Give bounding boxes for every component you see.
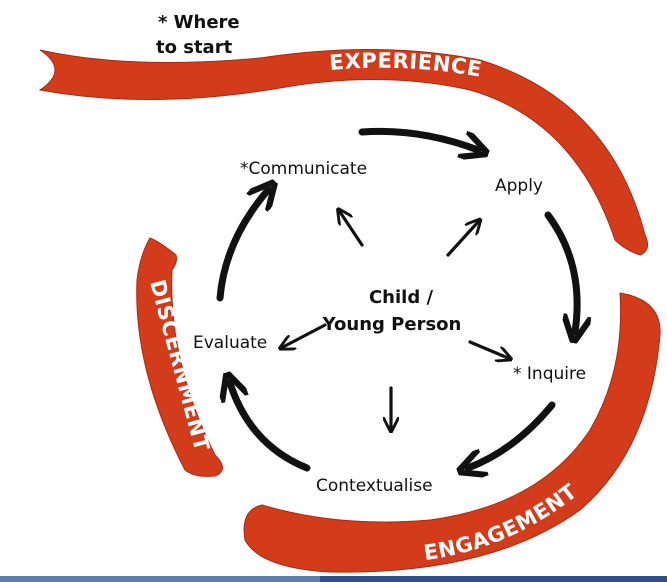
spoke-to-communicate bbox=[340, 212, 364, 247]
engagement-band-shape bbox=[243, 292, 661, 573]
center-line2: Young Person bbox=[322, 314, 462, 335]
cycle-arrows bbox=[216, 127, 577, 472]
arrow-evaluate-to-communicate bbox=[216, 190, 268, 302]
discernment-band-shape bbox=[136, 237, 223, 477]
footer-strip-left bbox=[0, 576, 320, 582]
cycle-nodes: *Communicate Apply * Inquire Contextuali… bbox=[193, 159, 586, 496]
experience-band: EXPERIENCE bbox=[38, 48, 649, 256]
footer-strip-right bbox=[320, 576, 667, 582]
arrow-communicate-to-apply bbox=[358, 127, 478, 150]
node-contextualise: Contextualise bbox=[316, 476, 433, 496]
node-communicate: *Communicate bbox=[240, 159, 367, 179]
spoke-to-inquire bbox=[468, 340, 508, 358]
spoke-to-apply bbox=[446, 222, 478, 257]
arrow-inquire-to-contextualise bbox=[468, 401, 556, 468]
where-to-start-line2: to start bbox=[156, 37, 233, 58]
discernment-band: DISCERNMENT bbox=[136, 237, 223, 477]
experience-band-shape bbox=[38, 48, 649, 256]
spoke-arrows bbox=[283, 212, 508, 428]
spoke-to-evaluate bbox=[283, 323, 327, 347]
arrow-apply-to-inquire bbox=[544, 211, 577, 332]
node-evaluate: Evaluate bbox=[193, 333, 267, 353]
arrow-contextualise-to-evaluate bbox=[230, 383, 311, 472]
where-to-start-line1: * Where bbox=[158, 12, 240, 33]
where-to-start-note: * Where to start bbox=[156, 12, 240, 58]
center-child-young-person: Child / Young Person bbox=[322, 287, 462, 335]
node-inquire: * Inquire bbox=[513, 364, 586, 384]
node-apply: Apply bbox=[495, 176, 543, 196]
center-line1: Child / bbox=[369, 287, 434, 308]
